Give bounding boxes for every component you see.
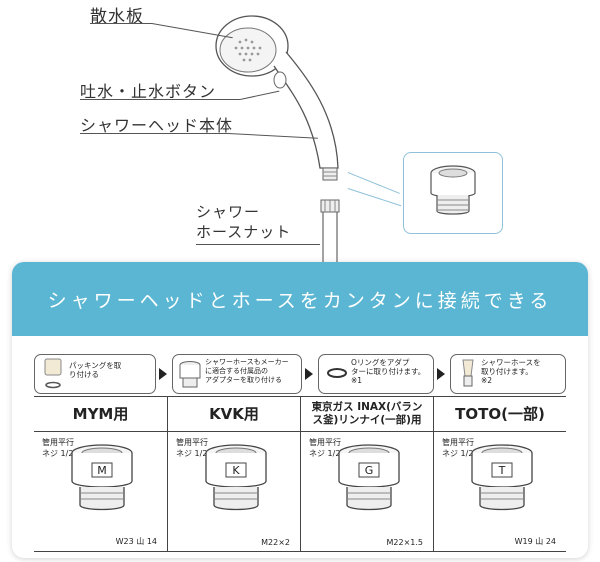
arrow-icon — [305, 368, 313, 380]
water-button-label: 吐水・止水ボタン — [80, 82, 217, 101]
adapter-thread: W19 山 24 — [514, 537, 556, 546]
adapter-spec: 管用平行 ネジ 1/2 — [309, 438, 341, 458]
connector-adapter-icon — [430, 165, 476, 215]
adapter-table: MYM用 管用平行 ネジ 1/2 M W23 山 14 KVK用 管用平行 ネジ… — [34, 396, 566, 552]
adapter-letter: T — [498, 464, 506, 477]
step-3: Oリングをアダプ ターに取り付けます。 ※1 — [318, 354, 445, 394]
adapter-letter: M — [97, 464, 107, 477]
hose-nut-label: シャワー ホースナット — [196, 203, 292, 241]
step-1-text: パッキングを取 り付ける — [69, 361, 122, 379]
adapter-maker: KVK用 — [168, 397, 300, 432]
adapter-letter: G — [365, 464, 374, 477]
adapter-spec: 管用平行 ネジ 1/2 — [442, 438, 474, 458]
adapter-spec: 管用平行 ネジ 1/2 — [176, 438, 208, 458]
adapter-thread: W23 山 14 — [115, 537, 157, 546]
step-2: シャワーホースもメーカー に適合する付属品の アダプターを取り付ける — [172, 354, 313, 394]
installation-steps: パッキングを取 り付ける シャワーホースもメーカー に適合する付属品の アダプタ… — [34, 354, 566, 396]
adapter-maker: 東京ガス INAX(バラン ス釜)リンナイ(一部)用 — [301, 397, 433, 432]
hose-nut-icon — [462, 359, 474, 387]
arrow-icon — [159, 368, 167, 380]
arrow-icon — [437, 368, 445, 380]
adapter-g-icon: G — [338, 444, 400, 511]
adapter-letter: K — [232, 464, 240, 477]
o-ring-icon — [327, 368, 347, 378]
step-4: シャワーホースを 取り付けます。 ※2 — [450, 354, 566, 394]
adapter-thread: M22×1.5 — [386, 538, 423, 547]
packing-icon — [44, 358, 62, 389]
step-4-text: シャワーホースを 取り付けます。 ※2 — [481, 358, 541, 385]
adapter-thread: M22×2 — [261, 538, 290, 547]
adapter-t-icon: T — [471, 444, 533, 511]
connector-detail-callout — [403, 152, 503, 234]
shower-head-body-label: シャワーヘッド本体 — [80, 116, 234, 135]
banner-title: シャワーヘッドとホースをカンタンに接続できる — [12, 262, 588, 336]
adapter-icon — [179, 361, 201, 388]
shower-head-drawing — [215, 15, 340, 262]
adapter-mym: MYM用 管用平行 ネジ 1/2 M W23 山 14 — [34, 397, 167, 551]
adapter-kvk: KVK用 管用平行 ネジ 1/2 K M22×2 — [167, 397, 300, 551]
step-2-text: シャワーホースもメーカー に適合する付属品の アダプターを取り付ける — [205, 358, 289, 384]
step-1: パッキングを取 り付ける — [34, 354, 167, 394]
adapter-maker: TOTO(一部) — [434, 397, 566, 432]
adapter-spec: 管用平行 ネジ 1/2 — [42, 438, 74, 458]
adapter-toto: TOTO(一部) 管用平行 ネジ 1/2 T W19 山 24 — [433, 397, 566, 551]
adapter-maker: MYM用 — [34, 397, 167, 432]
spray-plate-label: 散水板 — [90, 7, 144, 27]
adapter-tokyo-gas: 東京ガス INAX(バラン ス釜)リンナイ(一部)用 管用平行 ネジ 1/2 G… — [300, 397, 433, 551]
adapter-info-panel: シャワーヘッドとホースをカンタンに接続できる パッキングを取 り付ける シャワー… — [12, 262, 588, 558]
adapter-k-icon: K — [205, 444, 267, 511]
adapter-m-icon: M — [71, 444, 133, 511]
step-3-text: Oリングをアダプ ターに取り付けます。 ※1 — [351, 358, 426, 385]
